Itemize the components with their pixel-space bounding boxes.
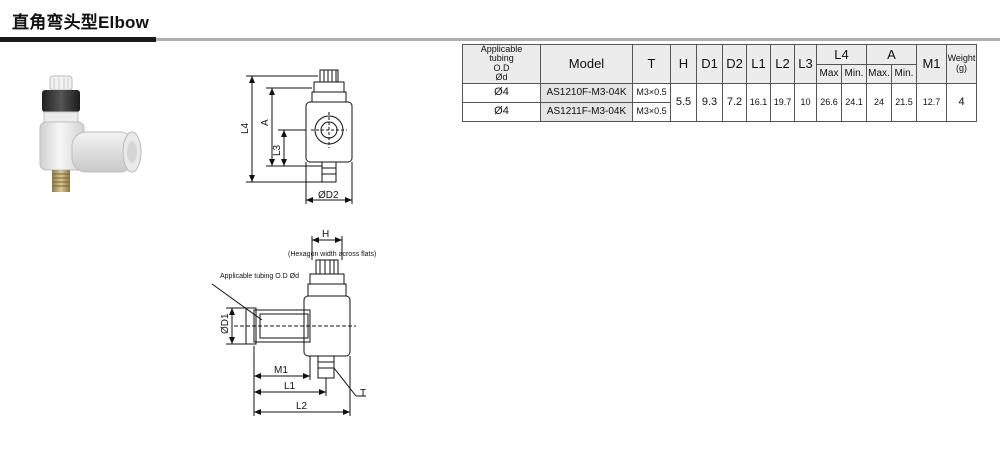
header-l1: L1 xyxy=(746,44,771,84)
dim-l3-label: L3 xyxy=(272,144,283,156)
cell-h: 5.5 xyxy=(670,82,697,122)
header-h: H xyxy=(670,44,697,84)
cell-m1: 12.7 xyxy=(916,82,947,122)
page-title: 直角弯头型Elbow xyxy=(12,13,150,32)
dim-l2-label: L2 xyxy=(296,401,308,412)
drawing-side-view: H (Hexagon width across flats) Applicabl… xyxy=(211,229,376,416)
header-weight: Weight (g) xyxy=(946,44,977,84)
cell-l1: 16.1 xyxy=(746,82,771,122)
header-weight-line: (g) xyxy=(956,62,967,73)
drawing-front-view: L4 A L3 ØD2 xyxy=(240,69,353,204)
header-a-min: Min. xyxy=(891,64,917,84)
cell-t: M3×0.5 xyxy=(632,82,671,103)
dim-t-label: T xyxy=(360,388,366,399)
header-l4: L4 xyxy=(816,43,867,66)
title-underline-accent xyxy=(0,37,156,42)
cell-a-max: 24 xyxy=(866,82,892,122)
header-l3: L3 xyxy=(794,44,817,84)
dim-d2-label: ØD2 xyxy=(318,190,339,201)
cell-od: Ø4 xyxy=(462,101,541,122)
dim-l1-label: L1 xyxy=(284,381,296,392)
cell-weight: 4 xyxy=(946,82,977,122)
cell-l3: 10 xyxy=(794,82,817,122)
title-underline xyxy=(0,38,1000,41)
header-applicable-line: tubing xyxy=(489,53,514,64)
cell-l4-max: 26.6 xyxy=(816,82,842,122)
product-photo xyxy=(39,75,142,192)
header-l4-max: Max xyxy=(816,64,842,84)
header-a-max: Max. xyxy=(866,64,892,84)
dim-m1-label: M1 xyxy=(274,365,288,376)
cell-d2: 7.2 xyxy=(722,82,747,122)
dim-a-label: A xyxy=(260,119,271,126)
cell-t: M3×0.5 xyxy=(632,101,671,122)
dim-h-label: H xyxy=(322,229,329,240)
spec-table: Applicable tubing O.D Ød Model T H D1 D2… xyxy=(462,43,977,122)
cell-l2: 19.7 xyxy=(770,82,795,122)
header-model: Model xyxy=(540,44,633,84)
header-applicable-tubing: Applicable tubing O.D Ød xyxy=(462,44,541,84)
table-row: Ø4 AS1210F-M3-04K M3×0.5 5.5 9.3 7.2 16.… xyxy=(462,82,977,122)
header-d2: D2 xyxy=(722,44,747,84)
hex-note: (Hexagon width across flats) xyxy=(288,251,376,258)
dim-d1-label: ØD1 xyxy=(220,313,231,334)
cell-model: AS1211F-M3-04K xyxy=(540,101,633,122)
tubing-note: Applicable tubing O.D Ød xyxy=(220,273,299,280)
cell-a-min: 21.5 xyxy=(891,82,917,122)
header-applicable-line: Ød xyxy=(495,72,508,83)
cell-od: Ø4 xyxy=(462,82,541,103)
header-a: A xyxy=(866,43,917,66)
header-applicable-line: O.D xyxy=(493,62,510,73)
header-m1: M1 xyxy=(916,44,947,84)
header-l2: L2 xyxy=(770,44,795,84)
header-weight-line: Weight xyxy=(947,53,976,64)
dim-l4-label: L4 xyxy=(240,122,251,134)
cell-model: AS1210F-M3-04K xyxy=(540,82,633,103)
cell-d1: 9.3 xyxy=(696,82,723,122)
table-row: Ø4 AS1211F-M3-04K M3×0.5 xyxy=(462,101,977,122)
header-t: T xyxy=(632,44,671,84)
header-applicable-line: Applicable xyxy=(480,44,523,54)
header-d1: D1 xyxy=(696,44,723,84)
header-l4-min: Min. xyxy=(841,64,867,84)
cell-l4-min: 24.1 xyxy=(841,82,867,122)
